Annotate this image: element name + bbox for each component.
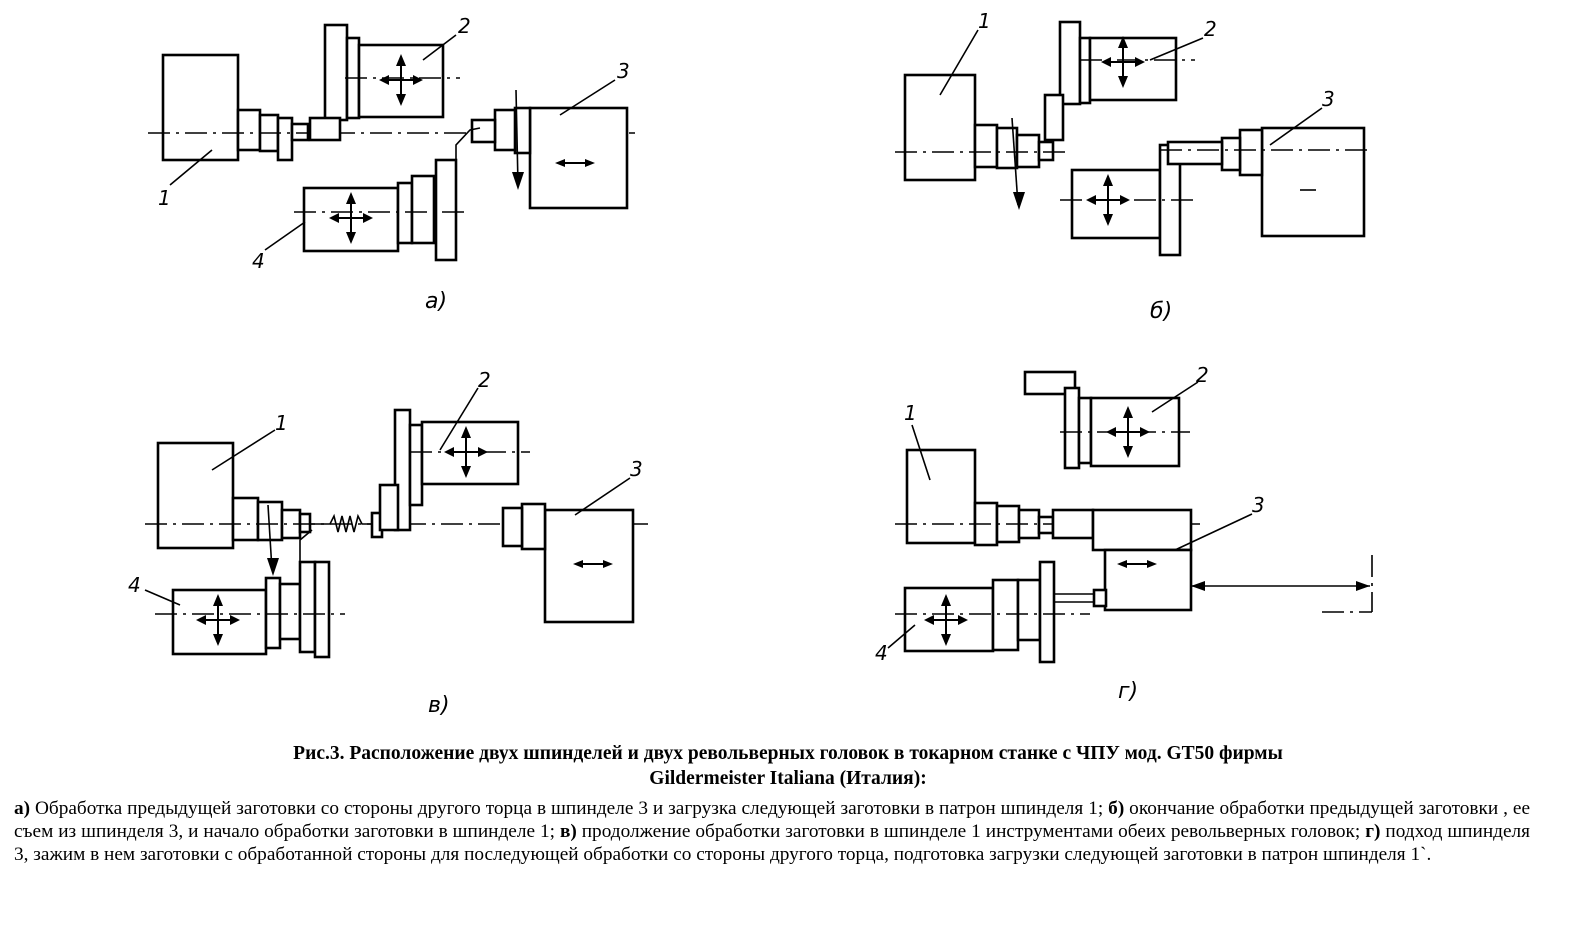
turret-4: [294, 127, 481, 262]
label-1: 1: [158, 186, 171, 210]
caption-text-b: окончание обработки предыдущей заготовки…: [14, 798, 1531, 842]
panel-label-b: б): [1150, 299, 1172, 324]
panel-b: 2 3 1 б): [895, 9, 1370, 324]
turret-2: [1023, 370, 1190, 470]
label-3: 3: [1252, 493, 1265, 517]
spindle-3: [470, 106, 629, 210]
turret-2: [378, 408, 530, 532]
spindle-1: [905, 448, 1055, 547]
spindle-3: [1160, 126, 1370, 238]
label-3: 3: [1322, 87, 1335, 111]
caption-key-b: б): [1108, 798, 1125, 819]
label-1: 1: [275, 411, 288, 435]
caption-title-line-2: Gildermeister Italiana (Италия):: [649, 768, 927, 789]
spindle-1: [903, 73, 1055, 182]
caption-text-a: Обработка предыдущей заготовки со сторон…: [30, 798, 1109, 819]
turret-2: [1043, 20, 1195, 142]
caption-text-v: продолжение обработки заготовки в шпинде…: [576, 821, 1366, 842]
panel-label-v: в): [428, 693, 450, 718]
panel-label-a: а): [425, 289, 447, 314]
label-2: 2: [1204, 17, 1217, 41]
label-4: 4: [875, 641, 888, 665]
turret-4: [155, 529, 345, 659]
spindle-1: [156, 441, 312, 550]
spindle-1: [161, 53, 310, 162]
caption-key-g: г): [1365, 821, 1381, 842]
panel-label-g: г): [1118, 679, 1138, 704]
panel-v: 2 3 1 4 в): [128, 368, 650, 718]
figure-caption-title: Рис.3. Расположение двух шпинделей и дву…: [0, 741, 1576, 791]
label-3: 3: [630, 457, 643, 481]
label-1: 1: [978, 9, 991, 33]
turret-lower: [1060, 143, 1195, 257]
spindle-3: [501, 502, 635, 624]
label-2: 2: [458, 14, 471, 38]
label-2: 2: [478, 368, 491, 392]
caption-title-line-1: Рис.3. Расположение двух шпинделей и дву…: [293, 743, 1283, 764]
machine-layout-diagram: 2 3 1 4 а): [128, 9, 1373, 718]
label-4: 4: [252, 249, 265, 273]
figure-caption-body: а) Обработка предыдущей заготовки со сто…: [14, 797, 1530, 866]
label-1: 1: [904, 401, 917, 425]
label-4: 4: [128, 573, 141, 597]
label-2: 2: [1196, 363, 1209, 387]
turret-4: [895, 560, 1108, 664]
panel-g: 2 3 1 4 г): [875, 363, 1373, 704]
turret-2: [308, 23, 460, 142]
label-3: 3: [617, 59, 630, 83]
spindle-3: [1051, 508, 1193, 612]
caption-text-g: подход шпинделя 3, зажим в нем заготовки…: [14, 821, 1531, 865]
panel-a: 2 3 1 4 а): [148, 14, 635, 314]
caption-key-a: а): [14, 798, 31, 819]
caption-key-v: в): [559, 821, 577, 842]
